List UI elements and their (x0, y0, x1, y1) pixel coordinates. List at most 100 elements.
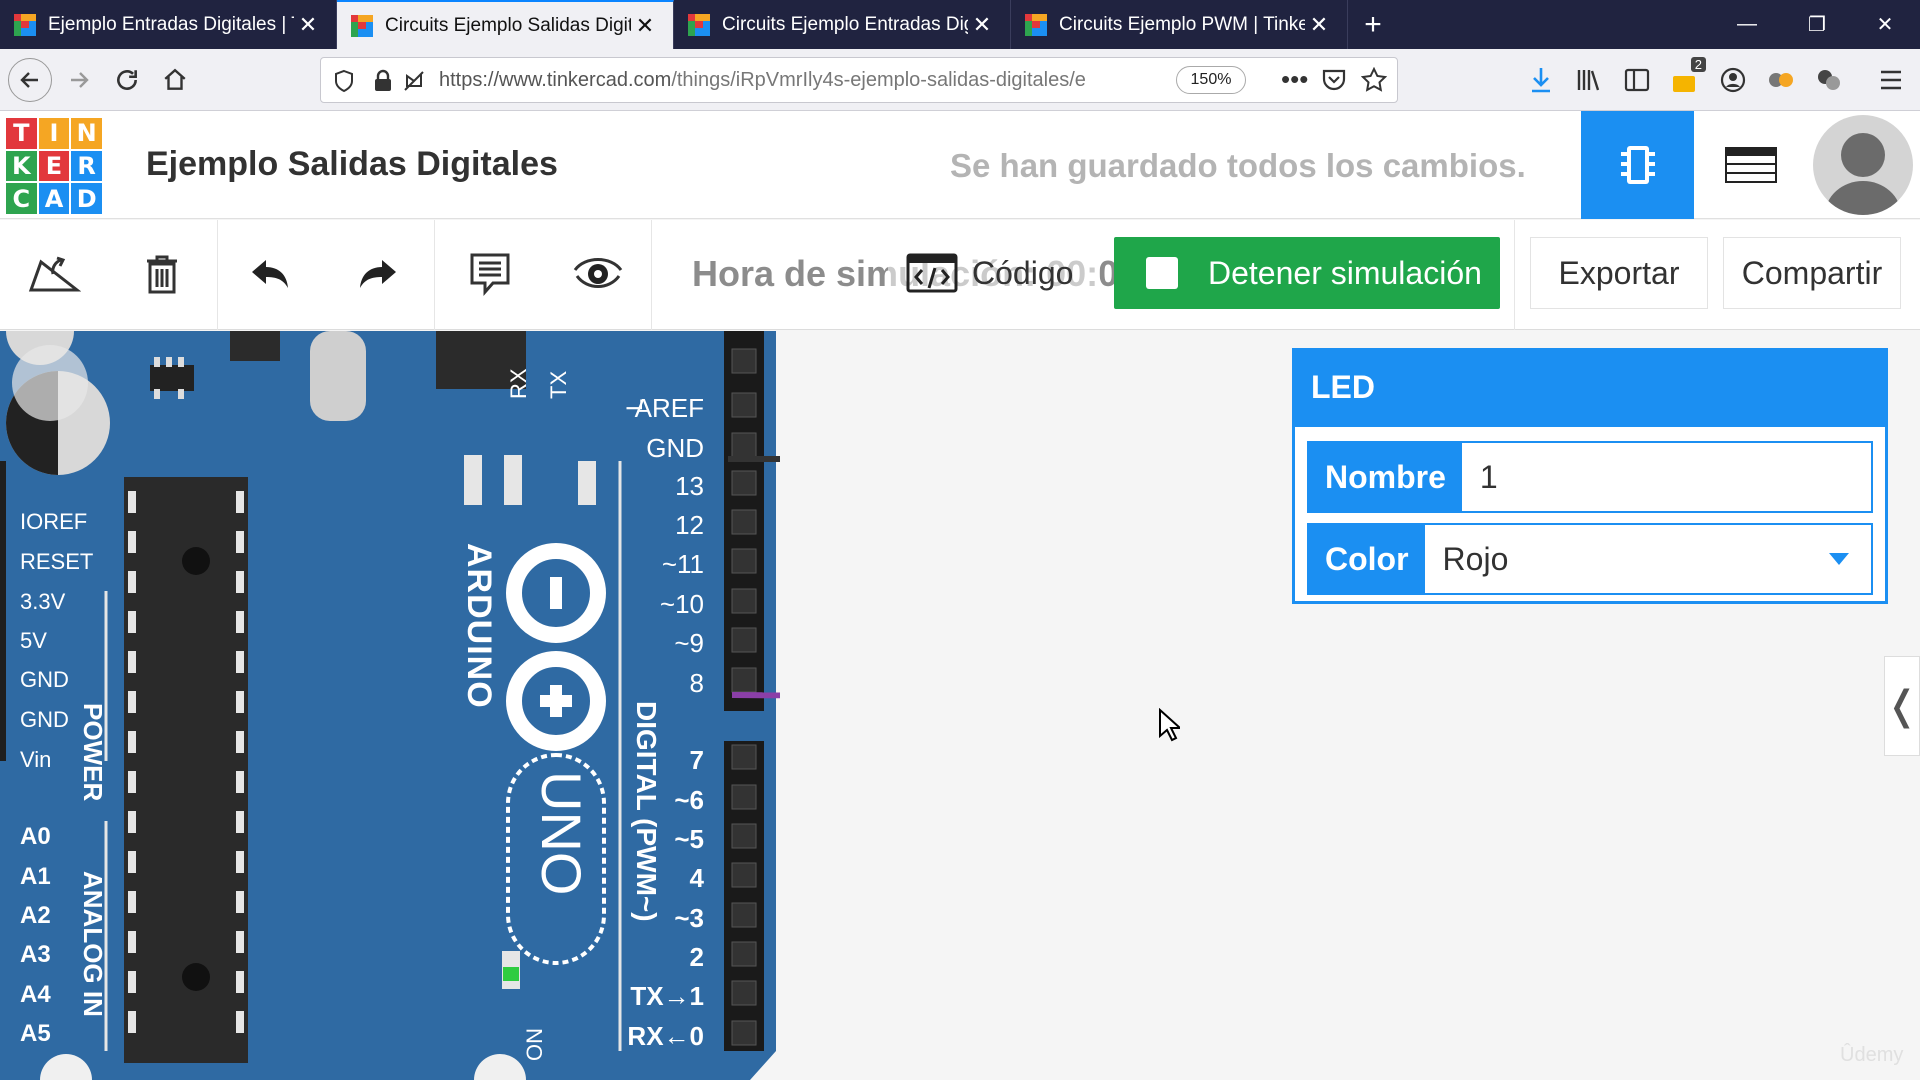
color-field[interactable]: Color Rojo (1307, 523, 1873, 595)
board-pin-label: 3.3V (20, 589, 66, 614)
new-tab-button[interactable]: + (1364, 7, 1382, 41)
board-pin-label: 7 (689, 745, 704, 775)
board-pin-label: IOREF (20, 509, 88, 534)
code-icon (906, 253, 958, 293)
board-pin-label: 4 (689, 863, 704, 893)
watermark: Ûdemy (1840, 1044, 1904, 1066)
name-label: Nombre (1309, 443, 1462, 511)
zoom-level[interactable]: 150% (1176, 66, 1246, 94)
close-window-icon[interactable]: ✕ (1876, 14, 1894, 36)
save-status: Se han guardado todos los cambios. (950, 147, 1526, 184)
board-pin-label: 13 (675, 471, 704, 501)
name-field[interactable]: Nombre 1 (1307, 441, 1873, 513)
minimize-icon[interactable]: — (1737, 13, 1757, 35)
logo-letter: K (6, 150, 37, 182)
reload-icon[interactable] (106, 59, 148, 101)
collapse-panel-button[interactable]: ❬ (1884, 656, 1920, 756)
undo-icon (252, 260, 288, 288)
board-pin-label: TX→1 (630, 981, 704, 1011)
export-button[interactable]: Exportar (1530, 237, 1708, 309)
chevron-left-icon: ❬ (1885, 684, 1919, 728)
list-view-icon (1724, 147, 1777, 183)
url-text[interactable]: https://www.tinkercad.com/things/iRpVmrI… (439, 69, 1139, 92)
browser-tab-title: Circuits Ejemplo Entradas Digitales | Ti… (722, 13, 968, 35)
back-icon[interactable] (8, 58, 52, 102)
color-label: Color (1309, 525, 1425, 593)
board-pin-label: ~11 (661, 549, 704, 579)
shield-icon[interactable] (333, 69, 355, 98)
board-pin-label: ~3 (674, 903, 704, 933)
color-select-value: Rojo (1442, 540, 1509, 577)
visibility-button[interactable] (568, 244, 628, 304)
board-pin-label: 2 (689, 942, 704, 972)
logo-letter: D (71, 183, 102, 214)
close-tab-icon[interactable]: ✕ (298, 11, 318, 37)
share-button[interactable]: Compartir (1723, 237, 1901, 309)
project-title[interactable]: Ejemplo Salidas Digitales (146, 145, 558, 183)
extension-icon[interactable] (1808, 59, 1850, 101)
board-pin-label: ~5 (674, 824, 704, 854)
stop-simulation-label: Detener simulación (1208, 254, 1482, 291)
board-pin-label: DIGITAL (PWM~) (631, 701, 662, 922)
close-tab-icon[interactable]: ✕ (972, 11, 992, 37)
color-select[interactable]: Rojo (1425, 525, 1871, 593)
circuit-view-button[interactable] (1581, 111, 1694, 219)
extension-icon[interactable] (1760, 59, 1802, 101)
notes-icon (470, 253, 510, 296)
tinkercad-favicon-icon (351, 14, 373, 37)
board-pin-label: TX (546, 370, 571, 399)
stop-simulation-button[interactable]: Detener simulación (1114, 237, 1500, 309)
bookmark-star-icon[interactable] (1360, 66, 1388, 98)
lock-icon[interactable] (373, 69, 393, 98)
name-input[interactable]: 1 (1479, 458, 1498, 495)
library-icon[interactable] (1568, 59, 1610, 101)
browser-tab[interactable]: Ejemplo Entradas Digitales | Tinkercad ✕ (0, 0, 337, 49)
rotate-button[interactable] (24, 244, 84, 304)
undo-button[interactable] (240, 244, 300, 304)
board-pin-label: ~9 (674, 628, 704, 658)
address-bar[interactable]: https://www.tinkercad.com/things/iRpVmrI… (320, 57, 1398, 103)
download-icon[interactable] (1520, 59, 1562, 101)
pocket-icon[interactable] (1321, 68, 1347, 97)
browser-tab-active[interactable]: Circuits Ejemplo Salidas Digitales | Tin… (337, 0, 674, 49)
component-inspector[interactable]: LED Nombre 1 Color Rojo (1292, 348, 1888, 604)
home-icon[interactable] (154, 59, 196, 101)
browser-tab[interactable]: Circuits Ejemplo PWM | Tinkercad ✕ (1011, 0, 1348, 49)
delete-button[interactable] (132, 244, 192, 304)
browser-tab[interactable]: Circuits Ejemplo Entradas Digitales | Ti… (674, 0, 1011, 49)
board-pin-label: GND (646, 433, 704, 463)
menu-icon[interactable] (1870, 59, 1912, 101)
board-pin-label: L (622, 398, 647, 411)
board-pin-label: GND (20, 707, 69, 732)
tracking-protection-icon[interactable] (401, 68, 427, 99)
notification-badge: 2 (1690, 57, 1706, 72)
extension-icon[interactable]: 2 (1664, 57, 1706, 101)
forward-icon[interactable] (58, 59, 100, 101)
editor-toolbar: Hora de simulación: 00:00: Código Detene… (0, 220, 1920, 330)
avatar[interactable] (1813, 115, 1913, 215)
code-button[interactable]: Código (888, 238, 1100, 308)
browser-tab-title: Circuits Ejemplo Salidas Digitales | Tin… (385, 14, 631, 36)
more-actions-icon[interactable]: ••• (1281, 64, 1309, 94)
arduino-uno-board[interactable] (0, 331, 780, 1080)
account-icon[interactable] (1712, 59, 1754, 101)
close-tab-icon[interactable]: ✕ (1309, 11, 1329, 37)
close-tab-icon[interactable]: ✕ (635, 12, 655, 38)
logo-letter: C (6, 183, 37, 214)
redo-button[interactable] (348, 244, 408, 304)
sidebar-icon[interactable] (1616, 59, 1658, 101)
schematic-view-button[interactable] (1694, 111, 1807, 219)
board-pin-label: A1 (20, 863, 51, 890)
board-pin-label: 12 (675, 510, 704, 540)
restore-icon[interactable]: ❐ (1808, 14, 1826, 36)
logo-letter: R (71, 150, 102, 182)
mouse-cursor-icon (1159, 708, 1180, 742)
eye-icon (573, 258, 623, 288)
logo-letter: T (6, 118, 37, 149)
url-host: https://www.tinkercad.com (439, 69, 672, 91)
notes-button[interactable] (460, 244, 520, 304)
board-pin-label: ANALOG IN (78, 871, 108, 1017)
